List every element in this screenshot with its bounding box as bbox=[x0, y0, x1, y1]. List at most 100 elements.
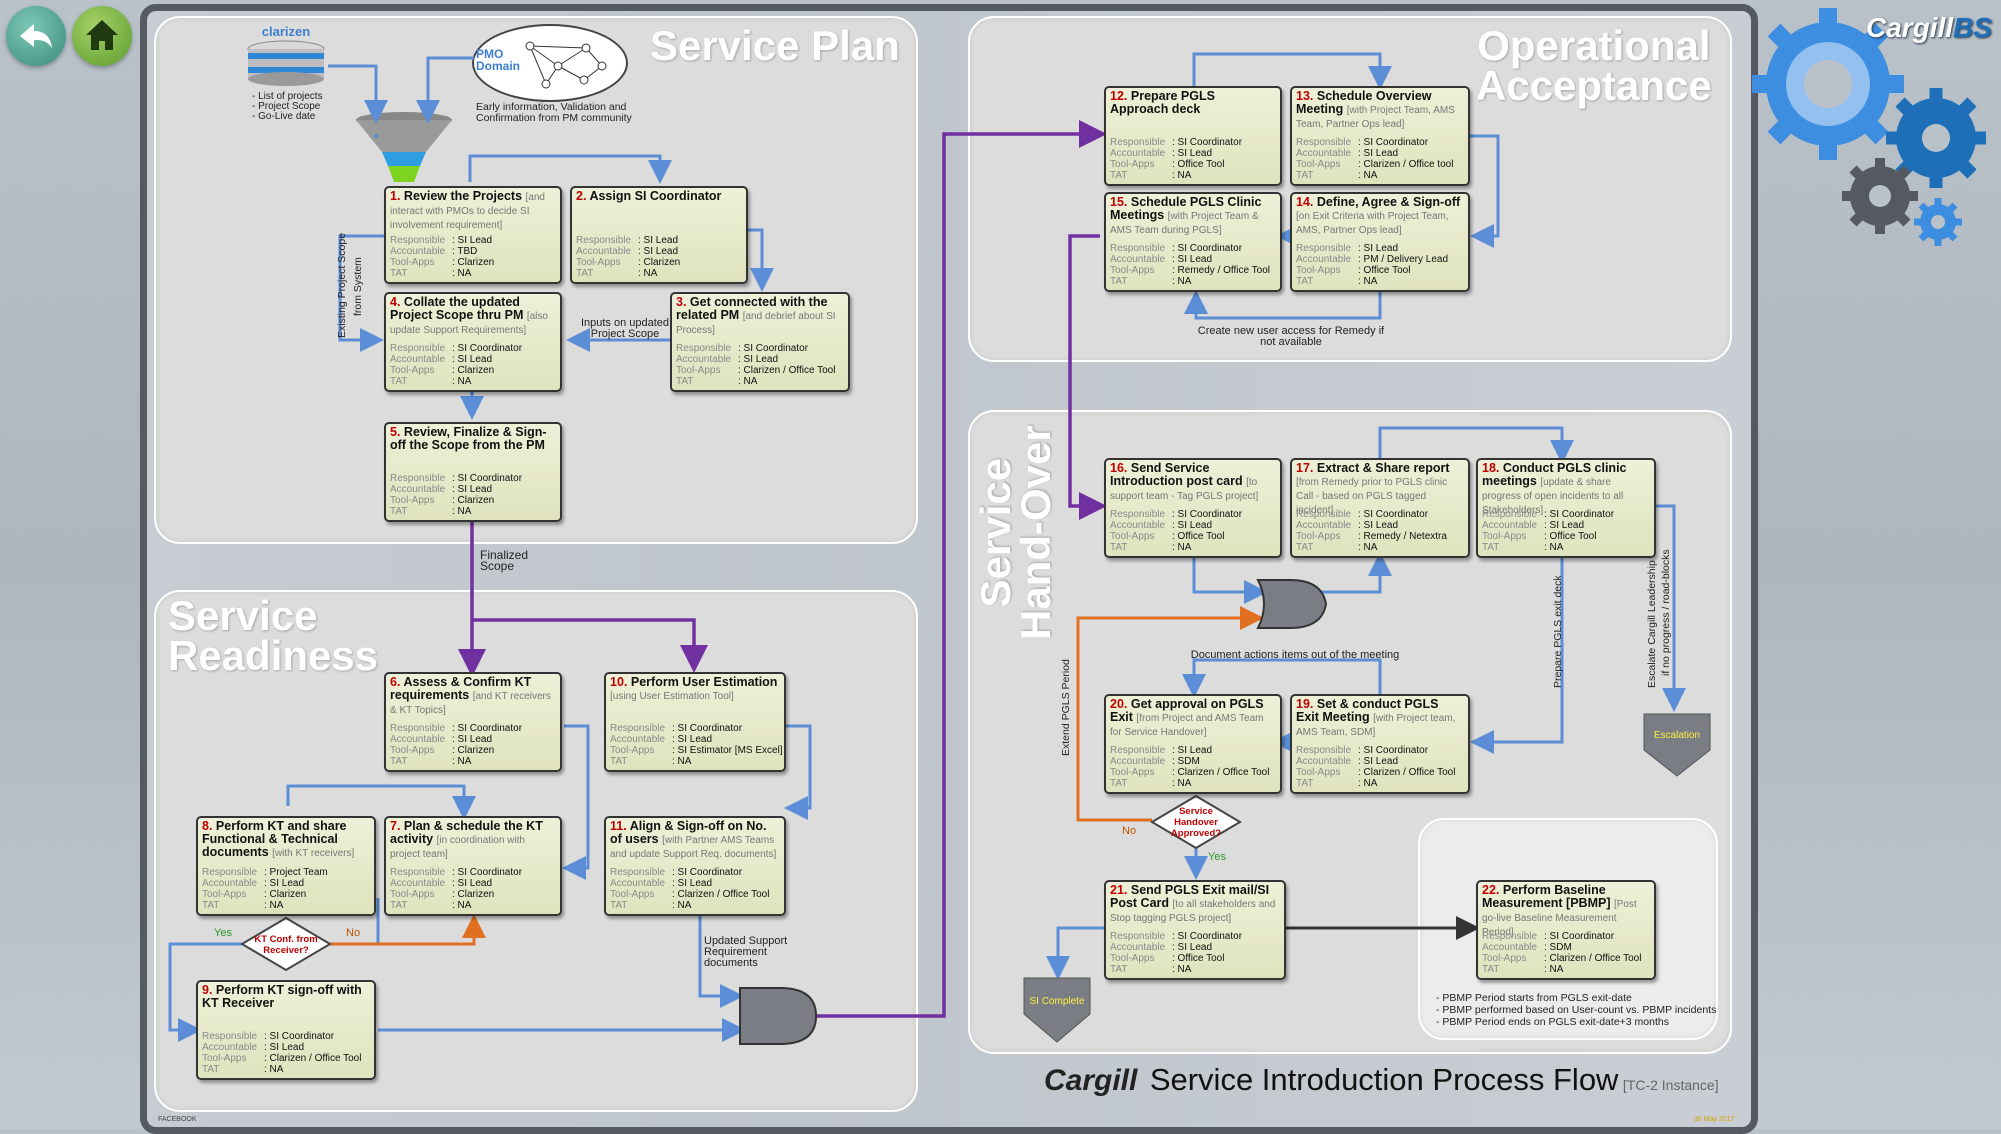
raci-key: Accountable bbox=[1110, 148, 1166, 159]
raci-row: Accountable: SI Lead bbox=[390, 484, 522, 495]
step-title-text: Plan & schedule the KT activity bbox=[390, 819, 543, 846]
raci-value: : SI Coordinator bbox=[264, 1031, 335, 1042]
raci-row: Tool-Apps: Clarizen bbox=[576, 257, 680, 268]
raci-row: TAT : NA bbox=[676, 376, 835, 387]
step-box-19[interactable]: 19. Set & conduct PGLS Exit Meeting [wit… bbox=[1290, 694, 1470, 794]
raci-value: : NA bbox=[1358, 170, 1378, 181]
step-number: 5. bbox=[390, 425, 401, 439]
si-complete-shape bbox=[1023, 977, 1091, 1043]
step-number: 12. bbox=[1110, 89, 1128, 103]
raci-key: Tool-Apps bbox=[390, 257, 435, 268]
raci-key: TAT bbox=[610, 756, 628, 767]
step-box-20[interactable]: 20. Get approval on PGLS Exit [from Proj… bbox=[1104, 694, 1282, 794]
raci-value: : Office Tool bbox=[1544, 531, 1597, 542]
clarizen-items: - List of projects - Project Scope - Go-… bbox=[252, 91, 323, 122]
pmo-caption: Early information, Validation and Confir… bbox=[476, 101, 632, 124]
raci-key: Accountable bbox=[1110, 254, 1166, 265]
raci-key: Accountable bbox=[610, 734, 666, 745]
raci-row: Accountable: SI Lead bbox=[390, 878, 522, 889]
raci-row: Accountable: SI Lead bbox=[1110, 148, 1242, 159]
step-box-14[interactable]: 14. Define, Agree & Sign-off [on Exit Cr… bbox=[1290, 192, 1470, 292]
step-number: 11. bbox=[610, 819, 627, 833]
raci-key: Accountable bbox=[390, 878, 446, 889]
raci-row: Responsible: SI Lead bbox=[576, 235, 680, 246]
raci-row: Responsible: SI Coordinator bbox=[1482, 509, 1614, 520]
raci-key: Accountable bbox=[676, 354, 732, 365]
home-button[interactable] bbox=[72, 6, 132, 66]
raci-value: : PM / Delivery Lead bbox=[1358, 254, 1449, 265]
step-box-10[interactable]: 10. Perform User Estimation [using User … bbox=[604, 672, 786, 772]
raci-row: Tool-Apps: Remedy / Office Tool bbox=[1110, 265, 1270, 276]
step-title-text: Perform KT and share Functional & Techni… bbox=[202, 819, 347, 859]
step-title: 11. Align & Sign-off on No. of users [wi… bbox=[610, 820, 780, 861]
step-box-8[interactable]: 8. Perform KT and share Functional & Tec… bbox=[196, 816, 376, 916]
raci-value: : SI Lead bbox=[1544, 520, 1585, 531]
raci-value: : NA bbox=[738, 376, 758, 387]
raci-key: TAT bbox=[1296, 276, 1314, 287]
step-box-1[interactable]: 1. Review the Projects [and interact wit… bbox=[384, 186, 562, 284]
raci-value: : SI Lead bbox=[264, 1042, 305, 1053]
step-subtitle: [with KT receivers] bbox=[272, 848, 355, 859]
raci-key: Tool-Apps bbox=[1296, 159, 1341, 170]
home-icon bbox=[86, 20, 118, 50]
step-box-13[interactable]: 13. Schedule Overview Meeting [with Proj… bbox=[1290, 86, 1470, 186]
raci-key: Tool-Apps bbox=[610, 745, 655, 756]
step-subtitle: [in coordination with project team] bbox=[390, 835, 525, 860]
step-box-15[interactable]: 15. Schedule PGLS Clinic Meetings [with … bbox=[1104, 192, 1282, 292]
step-box-5[interactable]: 5. Review, Finalize & Sign-off the Scope… bbox=[384, 422, 562, 522]
raci-row: Tool-Apps: Remedy / Netextra bbox=[1296, 531, 1447, 542]
raci-key: Tool-Apps bbox=[202, 1053, 247, 1064]
raci-value: : Office Tool bbox=[1172, 953, 1225, 964]
database-icon bbox=[247, 40, 325, 86]
raci-value: : Clarizen bbox=[452, 257, 495, 268]
footer-instance: [TC-2 Instance] bbox=[1622, 1077, 1719, 1093]
doc-actions-label: Document actions items out of the meetin… bbox=[1190, 649, 1400, 661]
raci-row: Responsible: SI Coordinator bbox=[610, 723, 783, 734]
raci-row: Accountable: SI Lead bbox=[1296, 756, 1455, 767]
raci-key: Tool-Apps bbox=[390, 745, 435, 756]
step-number: 6. bbox=[390, 675, 401, 689]
step-box-3[interactable]: 3. Get connected with the related PM [an… bbox=[670, 292, 850, 392]
raci-value: : SI Lead bbox=[1358, 243, 1399, 254]
step-title: 13. Schedule Overview Meeting [with Proj… bbox=[1296, 90, 1464, 131]
raci-key: TAT bbox=[1296, 778, 1314, 789]
raci-value: : NA bbox=[1172, 964, 1192, 975]
raci-row: Responsible: SI Coordinator bbox=[390, 473, 522, 484]
raci-value: : NA bbox=[1172, 542, 1192, 553]
raci-key: Tool-Apps bbox=[1110, 531, 1155, 542]
raci-key: Tool-Apps bbox=[1296, 531, 1341, 542]
step-box-11[interactable]: 11. Align & Sign-off on No. of users [wi… bbox=[604, 816, 786, 916]
raci-row: Tool-Apps: Clarizen bbox=[202, 889, 328, 900]
raci-key: Tool-Apps bbox=[1482, 953, 1527, 964]
raci-row: TAT: NA bbox=[1296, 778, 1455, 789]
escalate-label-1: Escalate Cargill Leadership bbox=[1646, 560, 1658, 688]
step-box-16[interactable]: 16. Send Service Introduction post card … bbox=[1104, 458, 1282, 558]
step-subtitle: [also update Support Requirements] bbox=[390, 311, 548, 336]
step-box-21[interactable]: 21. Send PGLS Exit mail/SI Post Card [to… bbox=[1104, 880, 1286, 980]
raci-row: Accountable: SI Lead bbox=[676, 354, 835, 365]
raci-row: TAT: NA bbox=[202, 1064, 361, 1075]
step-box-18[interactable]: 18. Conduct PGLS clinic meetings [update… bbox=[1476, 458, 1656, 558]
step-box-17[interactable]: 17. Extract & Share report [from Remedy … bbox=[1290, 458, 1470, 558]
raci-value: : SI Lead bbox=[1172, 745, 1213, 756]
raci-key: TAT bbox=[676, 376, 694, 387]
step-box-22[interactable]: 22. Perform Baseline Measurement [PBMP] … bbox=[1476, 880, 1656, 980]
step-title: 15. Schedule PGLS Clinic Meetings [with … bbox=[1110, 196, 1276, 237]
raci-key: TAT bbox=[1110, 276, 1128, 287]
raci-row: Accountable: SI Lead bbox=[1296, 148, 1453, 159]
raci-row: Responsible: SI Coordinator bbox=[390, 867, 522, 878]
raci-value: : NA bbox=[1544, 964, 1564, 975]
raci-row: TAT: NA bbox=[1110, 170, 1242, 181]
back-button[interactable] bbox=[6, 6, 66, 66]
step-box-7[interactable]: 7. Plan & schedule the KT activity [in c… bbox=[384, 816, 562, 916]
step-box-6[interactable]: 6. Assess & Confirm KT requirements [and… bbox=[384, 672, 562, 772]
step-box-4[interactable]: 4. Collate the updated Project Scope thr… bbox=[384, 292, 562, 392]
raci-value: : SI Coordinator bbox=[452, 343, 523, 354]
